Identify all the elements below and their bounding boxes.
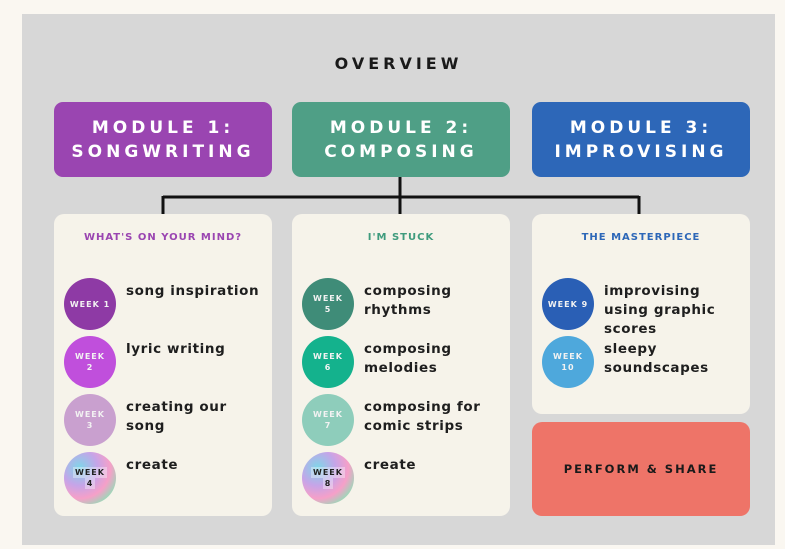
module-1-name: SONGWRITING [71,141,255,162]
week-row: WEEK 2 lyric writing [64,336,266,388]
week-badge-number: 6 [324,363,332,372]
overview-board: OVERVIEW MODULE 1: SONGWRITING MODULE 2:… [22,14,775,545]
week-row: WEEK 1 song inspiration [64,278,266,330]
module-3-number: MODULE 3: [569,117,713,138]
week-4-activity: create [126,457,179,473]
week-badge-number: 5 [324,305,332,314]
week-badge-number: 10 [561,363,575,372]
week-badge-number: 8 [322,478,334,489]
week-badge-label: WEEK [75,410,105,419]
week-badge-label: WEEK [313,294,343,303]
week-9-badge: WEEK 9 [542,278,594,330]
module-2-number: MODULE 2: [329,117,473,138]
card-3-title: THE MASTERPIECE [581,232,701,243]
module-connector-lines [161,177,641,214]
module-3-name: IMPROVISING [554,141,728,162]
card-1-title: WHAT'S ON YOUR MIND? [83,232,243,243]
week-row: WEEK 4 create [64,452,266,504]
week-7-activity: composing for comic strips [364,399,481,434]
week-badge-number: 4 [84,478,96,489]
week-5-activity: composing rhythms [364,283,452,318]
week-9-activity: improvising using graphic scores [604,283,716,337]
week-row: WEEK 5 composing rhythms [302,278,504,330]
week-badge-number: 2 [86,363,94,372]
week-badge-label: WEEK [73,467,107,478]
week-5-badge: WEEK 5 [302,278,354,330]
page-title: OVERVIEW [334,54,463,73]
week-badge-label: WEEK [75,352,105,361]
card-2-title: I'M STUCK [367,232,435,243]
week-10-activity: sleepy soundscapes [604,341,709,376]
module-3-header: MODULE 3: IMPROVISING [532,102,750,177]
week-badge-label: WEEK [313,352,343,361]
module-2-header: MODULE 2: COMPOSING [292,102,510,177]
week-2-activity: lyric writing [126,341,226,357]
week-badge-label: WEEK [313,410,343,419]
week-3-activity: creating our song [126,399,227,434]
module-1-header: MODULE 1: SONGWRITING [54,102,272,177]
week-badge-number: 7 [324,421,332,430]
week-row: WEEK 7 composing for comic strips [302,394,504,446]
perform-share-box: PERFORM & SHARE [532,422,750,516]
week-badge-label: WEEK [311,467,345,478]
week-badge-label: WEEK [553,352,583,361]
week-8-activity: create [364,457,417,473]
week-row: WEEK 6 composing melodies [302,336,504,388]
week-6-badge: WEEK 6 [302,336,354,388]
week-1-badge: WEEK 1 [64,278,116,330]
week-7-badge: WEEK 7 [302,394,354,446]
week-row: WEEK 9 improvising using graphic scores [542,278,744,337]
week-1-activity: song inspiration [126,283,260,299]
module-1-number: MODULE 1: [91,117,235,138]
week-6-activity: composing melodies [364,341,452,376]
week-2-badge: WEEK 2 [64,336,116,388]
week-3-badge: WEEK 3 [64,394,116,446]
module-2-name: COMPOSING [324,141,478,162]
week-4-badge: WEEK 4 [64,452,116,504]
card-module-3: THE MASTERPIECE WEEK 9 improvising using… [532,214,750,414]
week-row: WEEK 10 sleepy soundscapes [542,336,744,388]
card-module-2: I'M STUCK WEEK 5 composing rhythms WEEK … [292,214,510,516]
week-row: WEEK 3 creating our song [64,394,266,446]
week-10-badge: WEEK 10 [542,336,594,388]
card-module-1: WHAT'S ON YOUR MIND? WEEK 1 song inspira… [54,214,272,516]
week-row: WEEK 8 create [302,452,504,504]
week-badge-label: WEEK 1 [69,299,111,309]
week-badge-number: 3 [86,421,94,430]
week-8-badge: WEEK 8 [302,452,354,504]
week-badge-label: WEEK 9 [547,299,589,309]
